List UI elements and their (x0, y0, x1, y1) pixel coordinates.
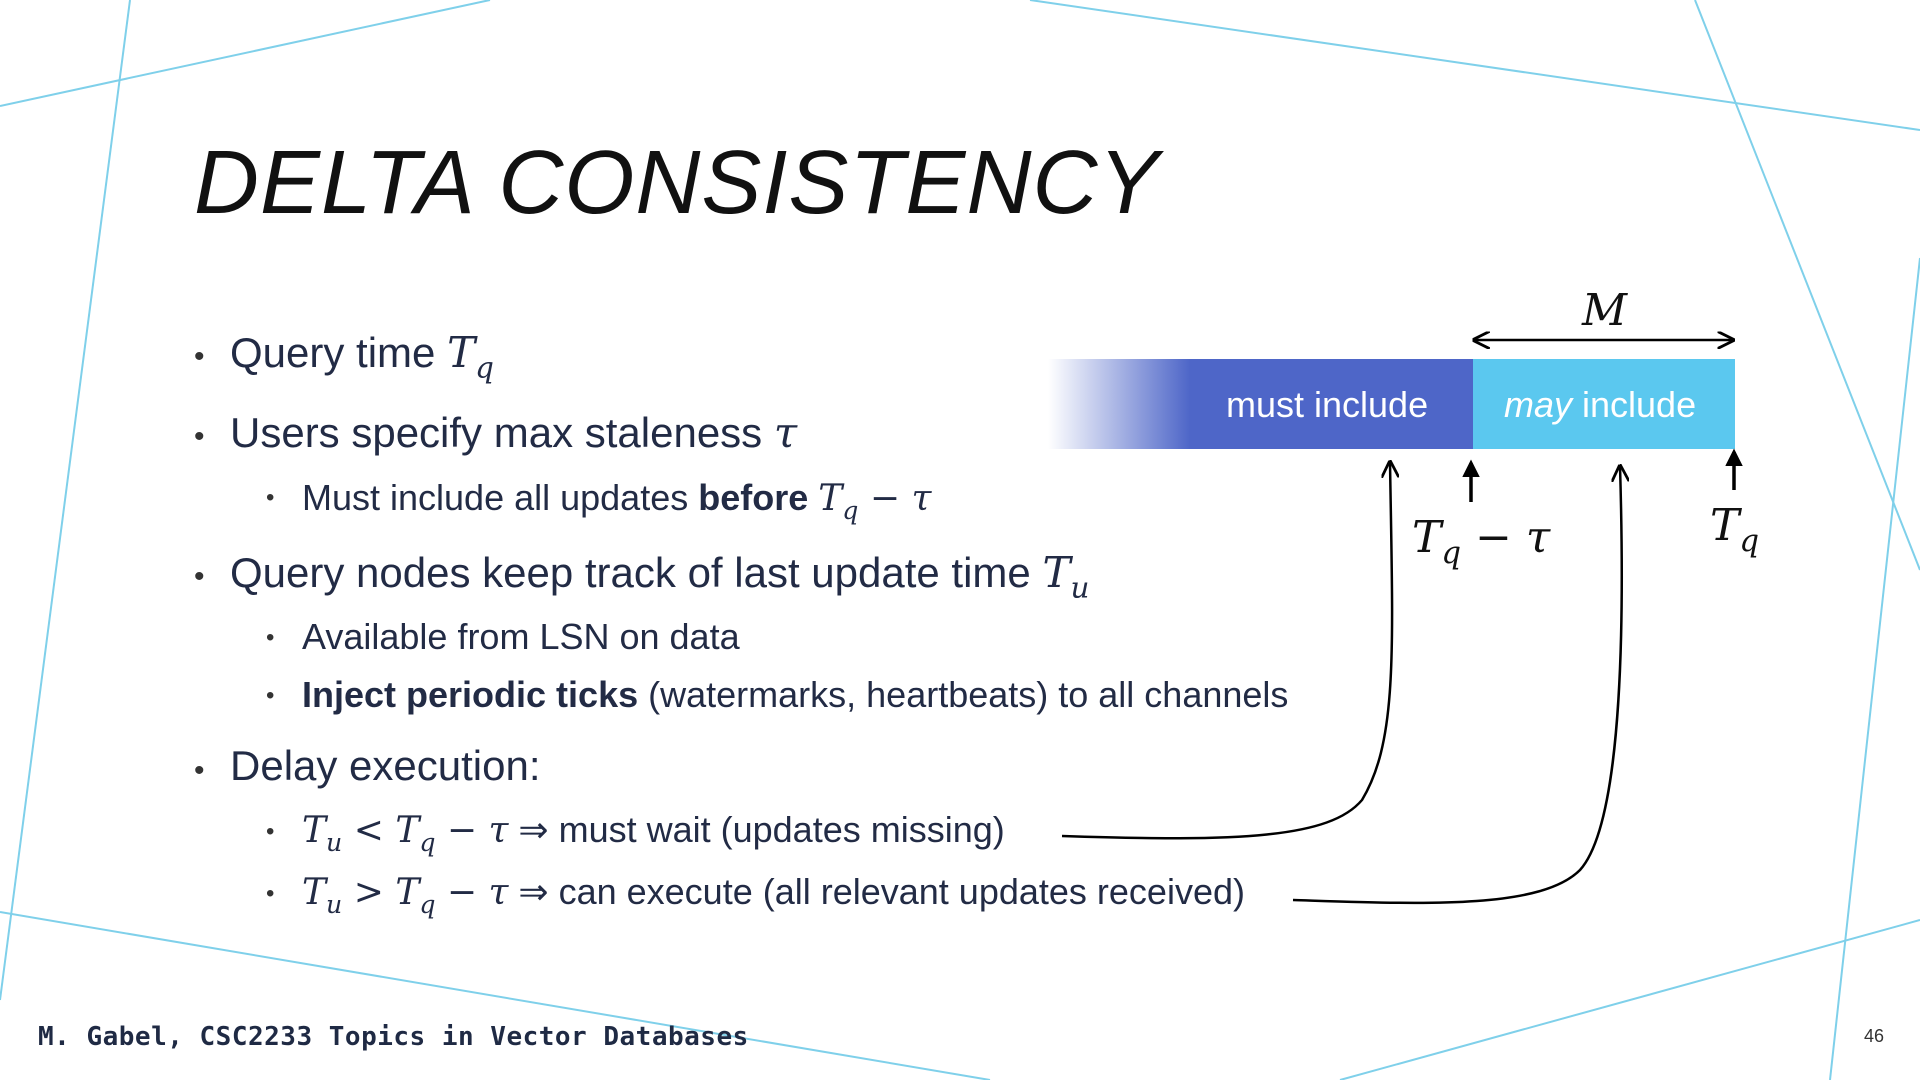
bullet-text: (watermarks, heartbeats) to all channels (638, 674, 1289, 715)
math-sub: u (326, 889, 343, 919)
bullet-must-include: Must include all updates before Tq − τ (302, 477, 931, 525)
bullet-delay: Delay execution: (230, 742, 541, 790)
bullet-dot: • (266, 880, 275, 907)
math-T: T (395, 810, 420, 851)
bullet-dot: • (266, 818, 275, 845)
bullet-dot: • (194, 340, 205, 373)
bullet-text: Available from LSN on data (302, 616, 740, 657)
math-sub: q (419, 827, 436, 857)
may-include-label: may include (1504, 384, 1696, 426)
math-T: T (395, 872, 420, 913)
bullet-dot: • (266, 682, 275, 709)
math-T: T (818, 478, 843, 519)
math-tau: τ (773, 408, 798, 457)
bullet-dot: • (266, 484, 275, 511)
math-T: T (447, 328, 476, 377)
math-sub: q (1739, 522, 1760, 559)
bullet-must-wait: Tu < Tq − τ ⇒ must wait (updates missing… (302, 809, 1005, 857)
bold-before: before (698, 477, 809, 518)
bullet-dot: • (194, 560, 205, 593)
must-wait-connector (1061, 462, 1392, 840)
bullet-text: Query time (230, 329, 448, 376)
bullet-text: ⇒ can execute (all relevant updates rece… (508, 871, 1245, 912)
math-sub: q (842, 495, 859, 525)
may-include-box (1473, 359, 1735, 449)
M-label: M (1582, 285, 1628, 336)
math-T: T (302, 872, 327, 913)
math-sub: q (1441, 534, 1462, 571)
tq-label: Tq (1710, 500, 1759, 559)
can-execute-connector (1292, 466, 1622, 905)
tq-minus-tau-label: Tq − τ (1412, 512, 1550, 571)
page-number: 46 (1864, 1026, 1885, 1046)
math-rest: − τ (435, 872, 509, 913)
timeline-fade (1048, 359, 1190, 449)
math-sub: u (1070, 570, 1090, 605)
math-T: T (1412, 512, 1442, 563)
may-italic: may (1504, 384, 1573, 425)
bullet-dot: • (266, 624, 275, 651)
bullet-text: ⇒ must wait (updates missing) (508, 809, 1005, 850)
bullet-text: Delay execution: (230, 742, 541, 789)
bullet-dot: • (194, 420, 205, 453)
bullet-text: Query nodes keep track of last update ti… (230, 549, 1043, 596)
math-rest: − τ (858, 478, 932, 519)
math-sub: q (475, 350, 494, 385)
math-rest: − τ (1461, 512, 1551, 563)
must-include-box (1190, 359, 1473, 449)
math-sub: u (326, 827, 343, 857)
must-include-label: must include (1226, 384, 1429, 425)
math-T: T (1710, 500, 1740, 551)
bullet-dot: • (194, 754, 205, 787)
slide-title: DELTA CONSISTENCY (194, 133, 1160, 233)
bullet-ticks: Inject periodic ticks (watermarks, heart… (302, 674, 1288, 716)
math-T: T (302, 810, 327, 851)
bullet-can-execute: Tu > Tq − τ ⇒ can execute (all relevant … (302, 871, 1245, 919)
bold-ticks: Inject periodic ticks (302, 674, 639, 715)
math-op: > (342, 872, 396, 913)
math-T: T (1042, 548, 1071, 597)
bullet-lsn: Available from LSN on data (302, 616, 740, 658)
bullet-query-nodes: Query nodes keep track of last update ti… (230, 548, 1089, 604)
math-sub: q (419, 889, 436, 919)
bullet-text: Users specify max staleness (230, 409, 774, 456)
bullet-query-time: Query time Tq (230, 328, 494, 384)
include-text: include (1572, 384, 1697, 425)
footer-author-course: M. Gabel, CSC2233 Topics in Vector Datab… (38, 1022, 749, 1052)
bullet-text: Must include all updates (302, 477, 699, 518)
bullet-staleness: Users specify max staleness τ (230, 408, 797, 457)
math-rest: − τ (435, 810, 509, 851)
math-op: < (342, 810, 396, 851)
